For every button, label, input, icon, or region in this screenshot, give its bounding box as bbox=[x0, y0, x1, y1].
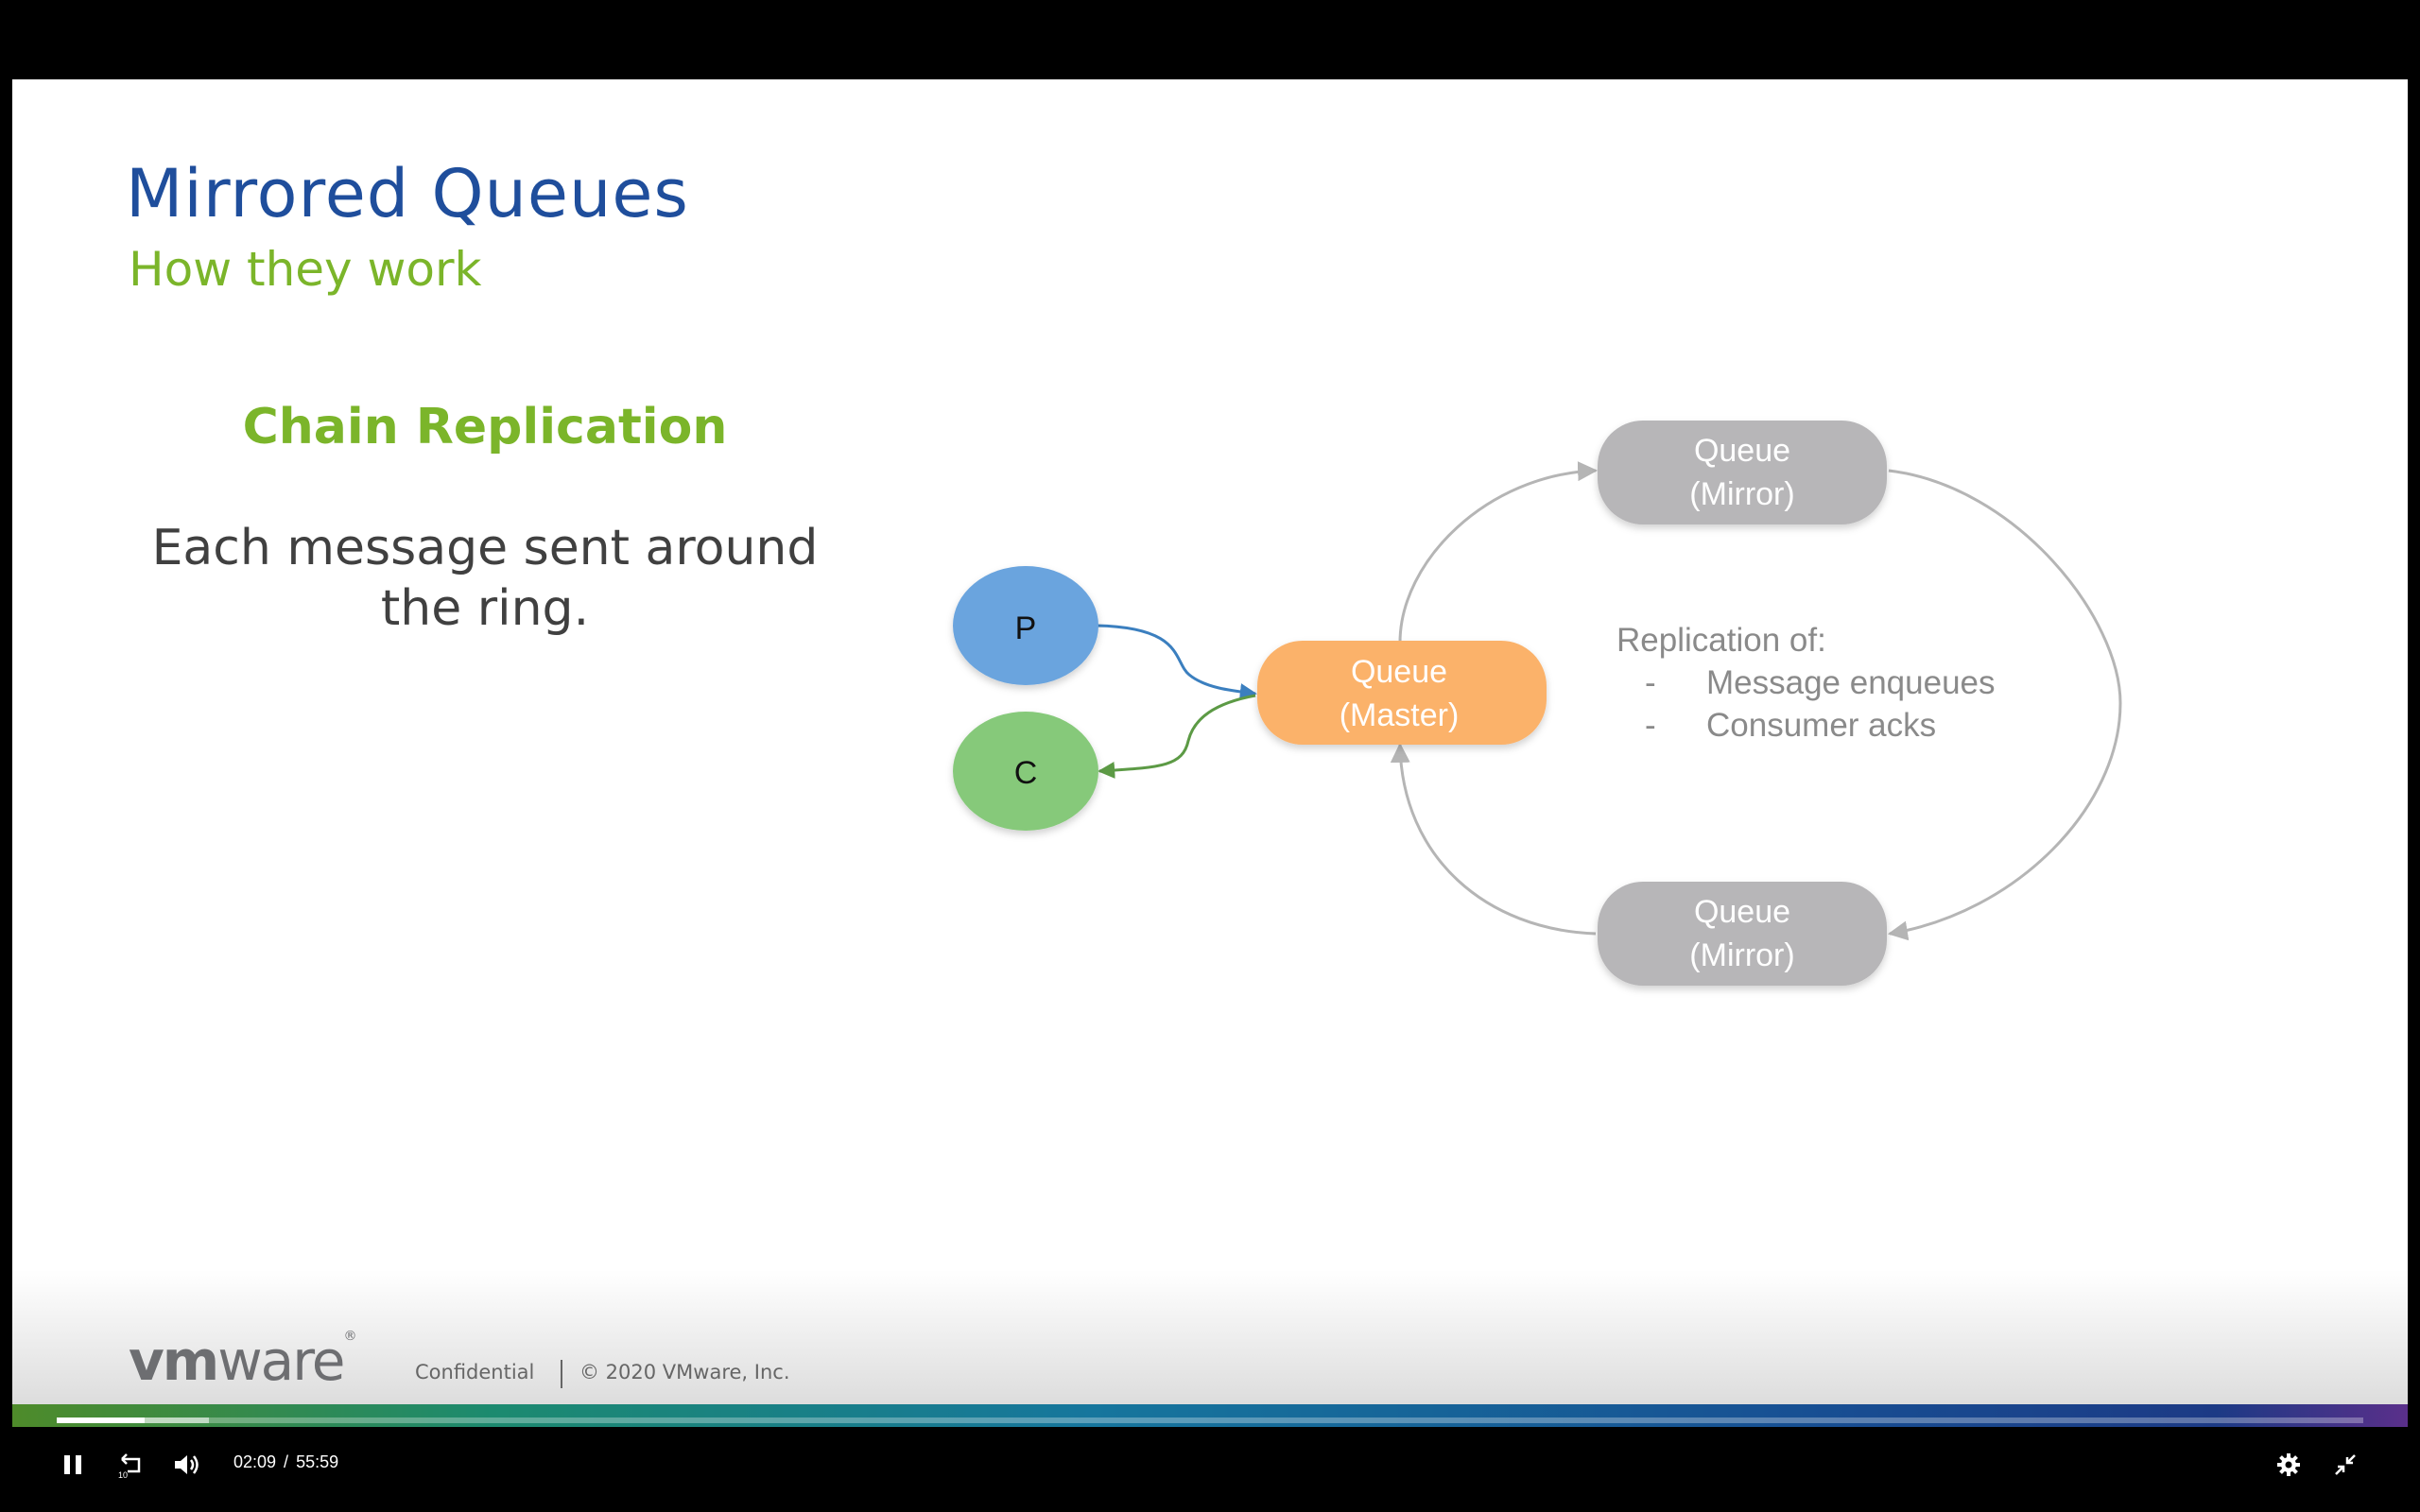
chain-replication-heading: Chain Replication bbox=[242, 399, 728, 455]
top-black-bar bbox=[0, 0, 2420, 77]
footer-copyright: © 2020 VMware, Inc. bbox=[579, 1361, 790, 1383]
rewind-seconds-label: 10 bbox=[118, 1470, 128, 1479]
pause-button[interactable] bbox=[49, 1441, 96, 1488]
replication-dash-2: - bbox=[1645, 707, 1656, 744]
rewind-10-icon: 10 bbox=[118, 1453, 141, 1479]
time-separator: / bbox=[284, 1452, 289, 1471]
slide-subtitle: How they work bbox=[129, 242, 482, 297]
vmware-logo-ware: ware bbox=[217, 1329, 345, 1393]
queue-mirror-bottom-node bbox=[1598, 882, 1887, 986]
queue-mirror-top-line1: Queue bbox=[1694, 433, 1790, 469]
replication-item-1: Message enqueues bbox=[1706, 664, 1996, 701]
consumer-label: C bbox=[1014, 755, 1038, 791]
slide-title: Mirrored Queues bbox=[126, 155, 689, 232]
presentation-slide: Mirrored Queues How they work Chain Repl… bbox=[12, 79, 2408, 1427]
ring-arrow-bottom-mirror-to-master bbox=[1390, 742, 1597, 936]
seek-bar[interactable] bbox=[57, 1418, 2363, 1423]
producer-to-master-arrow bbox=[1096, 624, 1257, 701]
vmware-logo-vm: vm bbox=[129, 1329, 219, 1393]
queue-master-node bbox=[1257, 641, 1547, 745]
time-display: 02:09 / 55:59 bbox=[233, 1452, 338, 1472]
volume-button[interactable] bbox=[164, 1441, 211, 1488]
queue-master-line2: (Master) bbox=[1340, 697, 1460, 733]
vmware-logo: vmware® bbox=[129, 1329, 356, 1393]
exit-fullscreen-button[interactable] bbox=[2322, 1441, 2369, 1488]
pause-icon bbox=[64, 1455, 81, 1474]
ring-arrow-master-to-top-mirror bbox=[1398, 461, 1599, 644]
replication-diagram: P C Queue (Master) Queue (Mirror) Queue … bbox=[953, 421, 2122, 986]
replication-item-2: Consumer acks bbox=[1706, 707, 1936, 744]
slide-gradient-stripe bbox=[12, 1404, 2408, 1427]
replication-title: Replication of: bbox=[1616, 622, 1826, 659]
producer-node bbox=[953, 566, 1098, 685]
queue-mirror-top-line2: (Mirror) bbox=[1689, 476, 1794, 512]
body-text: Each message sent around the ring. bbox=[107, 518, 863, 639]
rewind-10-button[interactable]: 10 bbox=[107, 1441, 154, 1488]
queue-master-line1: Queue bbox=[1351, 654, 1447, 690]
footer-background bbox=[12, 1270, 2408, 1427]
duration: 55:59 bbox=[296, 1452, 339, 1471]
ring-arrow-top-to-bottom-mirror bbox=[1887, 469, 2122, 941]
queue-mirror-bottom-line2: (Mirror) bbox=[1689, 937, 1794, 973]
seek-bar-played bbox=[57, 1418, 145, 1423]
exit-fullscreen-icon bbox=[2335, 1454, 2356, 1475]
replication-dash-1: - bbox=[1645, 664, 1656, 701]
producer-label: P bbox=[1015, 610, 1037, 646]
footer-confidential: Confidential bbox=[415, 1361, 535, 1383]
vmware-logo-reg: ® bbox=[343, 1329, 357, 1344]
volume-icon bbox=[175, 1455, 199, 1474]
master-to-consumer-arrow bbox=[1098, 694, 1256, 779]
body-line-1: Each message sent around bbox=[151, 520, 819, 576]
queue-mirror-bottom-line1: Queue bbox=[1694, 894, 1790, 930]
consumer-node bbox=[953, 712, 1098, 831]
settings-gear-icon bbox=[2277, 1453, 2300, 1476]
settings-button[interactable] bbox=[2265, 1441, 2312, 1488]
current-time: 02:09 bbox=[233, 1452, 277, 1471]
footer-divider bbox=[561, 1360, 562, 1388]
queue-mirror-top-node bbox=[1598, 421, 1887, 524]
body-line-2: the ring. bbox=[380, 580, 590, 637]
